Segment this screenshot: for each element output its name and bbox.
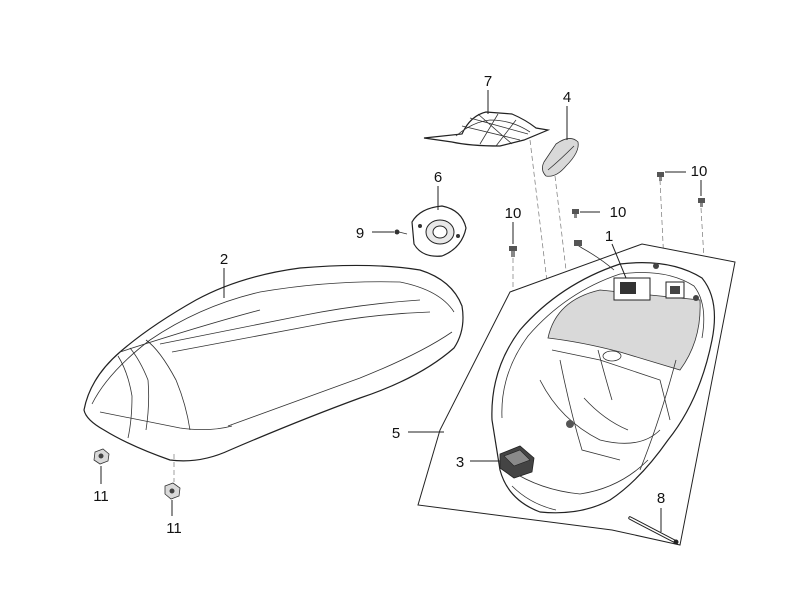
part-5-luggage-box [417,243,736,546]
part-10-screw-b [572,209,579,218]
part-8-pin [628,516,679,545]
callout-3: 3 [456,454,464,471]
callout-8: 8 [657,490,665,507]
callout-4: 4 [563,89,571,106]
callout-6: 6 [434,169,442,186]
part-1-switch-unit [574,240,651,301]
callout-10c: 10 [691,163,708,180]
callout-9: 9 [356,225,364,242]
callout-10a: 10 [505,205,522,222]
part-7-trim-cover [423,111,551,147]
part-10-screw-a [509,246,517,257]
callout-10b: 10 [610,204,627,221]
part-10-screw-c [657,172,664,181]
callout-11a: 11 [93,488,109,505]
part-6-lock-bezel [411,205,467,257]
callout-5: 5 [392,425,400,442]
part-11-nut-b [164,482,181,500]
part-10-screw-d [698,198,705,207]
part-11-nut-a [93,448,110,465]
part-4-rubber-pad [542,138,579,177]
callout-11b: 11 [166,520,182,537]
part-9-screw [394,229,408,235]
callout-7: 7 [484,73,492,90]
callout-1: 1 [605,228,613,245]
part-2-seat [83,264,464,462]
leader-1 [611,243,627,279]
part-3-hinge-bracket [499,445,535,479]
callout-2: 2 [220,251,228,268]
